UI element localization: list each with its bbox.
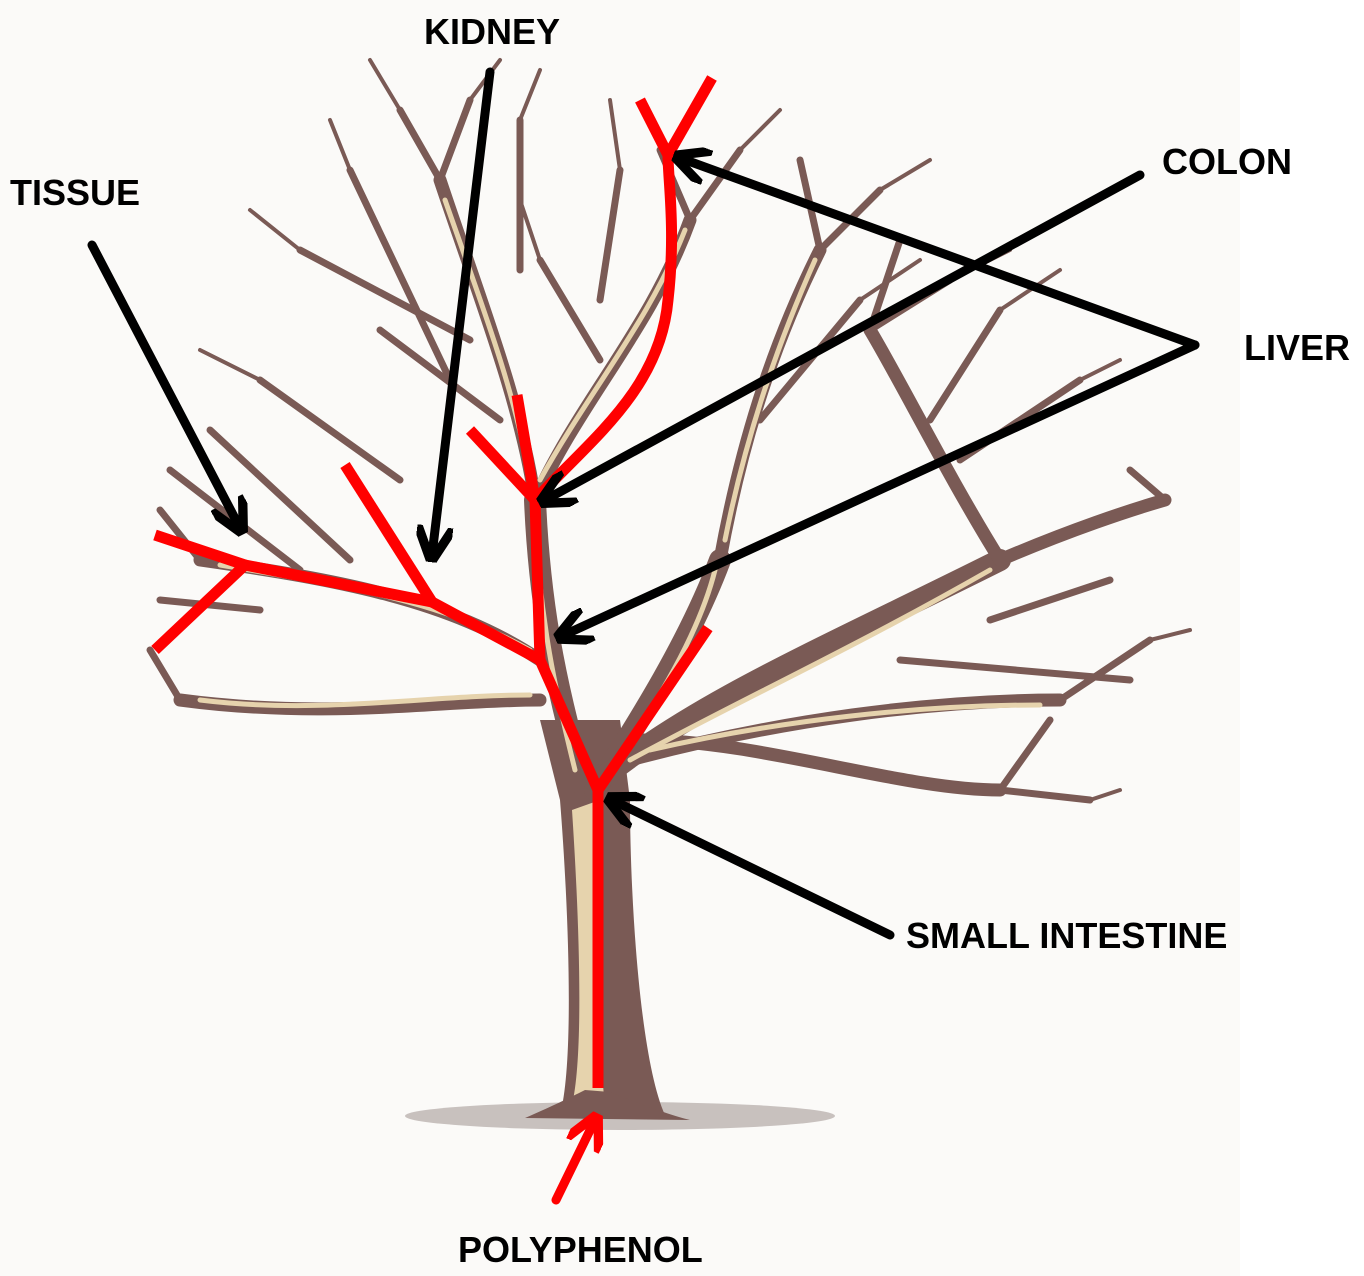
pathway-upper-trunk (535, 500, 540, 660)
pointer-arrows (92, 72, 1195, 935)
small-intestine-arrow (612, 800, 890, 935)
label-tissue: TISSUE (10, 175, 140, 211)
polyphenol-arrow (556, 1120, 595, 1200)
tissue-arrow (92, 245, 240, 528)
pathway-colon-fork-right (668, 78, 712, 155)
pathway-tissue-branch (245, 565, 432, 602)
liver-arrow-lower (562, 345, 1195, 636)
label-liver: LIVER (1244, 330, 1350, 366)
label-small-intestine: SMALL INTESTINE (906, 918, 1227, 954)
label-polyphenol: POLYPHENOL (458, 1232, 703, 1268)
label-kidney: KIDNEY (424, 14, 560, 50)
label-colon: COLON (1162, 144, 1292, 180)
pathway-kidney-branch (432, 602, 540, 660)
pathway-colon-fork-left (640, 100, 668, 155)
